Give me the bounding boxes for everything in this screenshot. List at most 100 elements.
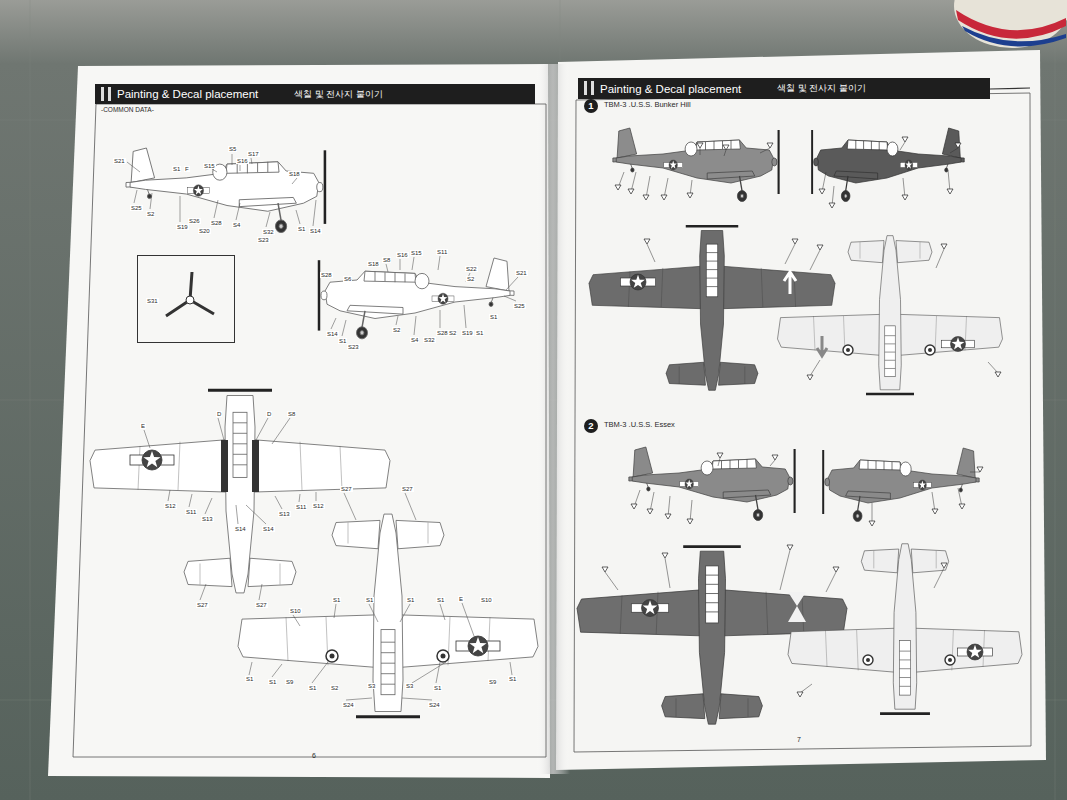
callout-number: S20 [198, 228, 211, 234]
callout-number: S27 [255, 602, 268, 608]
decal-markers [662, 553, 668, 558]
callout-number: F [184, 166, 190, 172]
callout-number: S2 [448, 330, 457, 336]
aircraft-bottom-view [945, 655, 955, 665]
instruction-pages [48, 64, 550, 778]
marker-leaders [634, 458, 775, 522]
aircraft-bottom-view [863, 655, 873, 665]
propeller-detail-box: S31 [137, 255, 235, 343]
aircraft-bottom-view [866, 658, 870, 662]
section-title: Painting & Decal placement [600, 83, 765, 95]
decal-markers [932, 509, 938, 514]
aircraft-bottom-view [788, 544, 1022, 714]
decal-markers [792, 239, 798, 244]
leader-lines [127, 154, 297, 184]
leader-lines [127, 154, 518, 700]
decal-markers [717, 453, 723, 458]
decal-markers [947, 189, 953, 194]
aircraft-bottom-view [925, 345, 935, 355]
callout-number: E [140, 423, 146, 429]
callout-number: S4 [410, 337, 419, 343]
aircraft-side-view [126, 148, 325, 233]
callout-number: S1 [433, 685, 442, 691]
decal-markers [643, 195, 649, 200]
callout-number: S5 [228, 146, 237, 152]
callout-number: S28 [210, 220, 223, 226]
callout-number: S22 [465, 266, 478, 272]
leader-lines [144, 418, 290, 448]
callout-number: S1 [297, 226, 306, 232]
propeller-detail [166, 272, 214, 316]
leader-lines [200, 584, 262, 600]
decal-markers [628, 189, 634, 194]
callout-number: S1 [268, 679, 277, 685]
decal-markers [687, 193, 693, 198]
callout-number: S1 [475, 330, 484, 336]
aircraft-side-view [629, 447, 979, 522]
instruction-pages [48, 50, 1046, 778]
instruction-pages [990, 88, 1030, 89]
marker-leaders [605, 142, 998, 693]
callout-number: S17 [247, 151, 260, 157]
leader-lines [344, 493, 416, 520]
decal-markers [869, 521, 875, 526]
callout-number: S1 [338, 338, 347, 344]
decal-markers [647, 509, 653, 514]
aircraft-side-view [823, 448, 979, 522]
aircraft-top-view [589, 226, 835, 390]
decal-markers [723, 145, 729, 150]
callout-number: E [458, 596, 464, 602]
aircraft-side-view [812, 128, 964, 202]
callout-number: S23 [257, 237, 270, 243]
decal-markers [955, 143, 961, 148]
callout-number: S1 [406, 597, 415, 603]
aircraft-bottom-view [441, 654, 446, 659]
callout-number: S19 [176, 224, 189, 230]
aircraft-bottom-view [788, 544, 1022, 714]
callout-number: S25 [130, 205, 143, 211]
instruction-pages [536, 64, 570, 774]
aircraft-top-view [90, 390, 390, 593]
callout-number: S11 [295, 504, 307, 510]
aircraft-bottom-view [456, 636, 500, 656]
decal-markers [977, 467, 983, 472]
decal-markers [941, 563, 947, 568]
aircraft-bottom-view [238, 514, 538, 717]
callout-number: S28 [436, 330, 449, 336]
decal-markers [959, 504, 965, 509]
aircraft-title: TBM-3 .U.S.S. Bunker Hill [603, 101, 692, 109]
decal-markers [602, 137, 1001, 697]
aircraft-bottom-view [326, 650, 338, 662]
decal-markers [902, 195, 908, 200]
callout-number: S8 [287, 411, 296, 417]
section-title-korean: 색칠 및 전사지 붙이기 [294, 88, 383, 101]
aircraft-side-view [613, 128, 779, 202]
aircraft-top-view [788, 592, 806, 622]
callout-number: S31 [146, 298, 159, 304]
aircraft-bottom-view [928, 348, 932, 352]
scheme-number: 1 [588, 101, 593, 111]
callout-number: S3 [405, 683, 414, 689]
aircraft-bottom-view [437, 650, 449, 662]
callout-number: S12 [164, 503, 177, 509]
callout-number: S4 [232, 222, 241, 228]
callout-number: S18 [288, 171, 301, 177]
decal-markers [772, 455, 778, 460]
callout-number: S12 [312, 503, 325, 509]
decal-markers [787, 545, 793, 550]
marker-leaders [822, 142, 958, 206]
leader-lines [386, 256, 518, 301]
scheme-badge: 2 [584, 419, 598, 433]
aircraft-bottom-view [330, 654, 335, 659]
aircraft-top-view [221, 440, 228, 492]
section-title-korean: 색칠 및 전사지 붙이기 [777, 82, 866, 95]
callout-number: S13 [201, 516, 214, 522]
aircraft-side-view [629, 447, 795, 521]
marker-leaders [872, 472, 980, 524]
decal-markers [995, 372, 1001, 377]
